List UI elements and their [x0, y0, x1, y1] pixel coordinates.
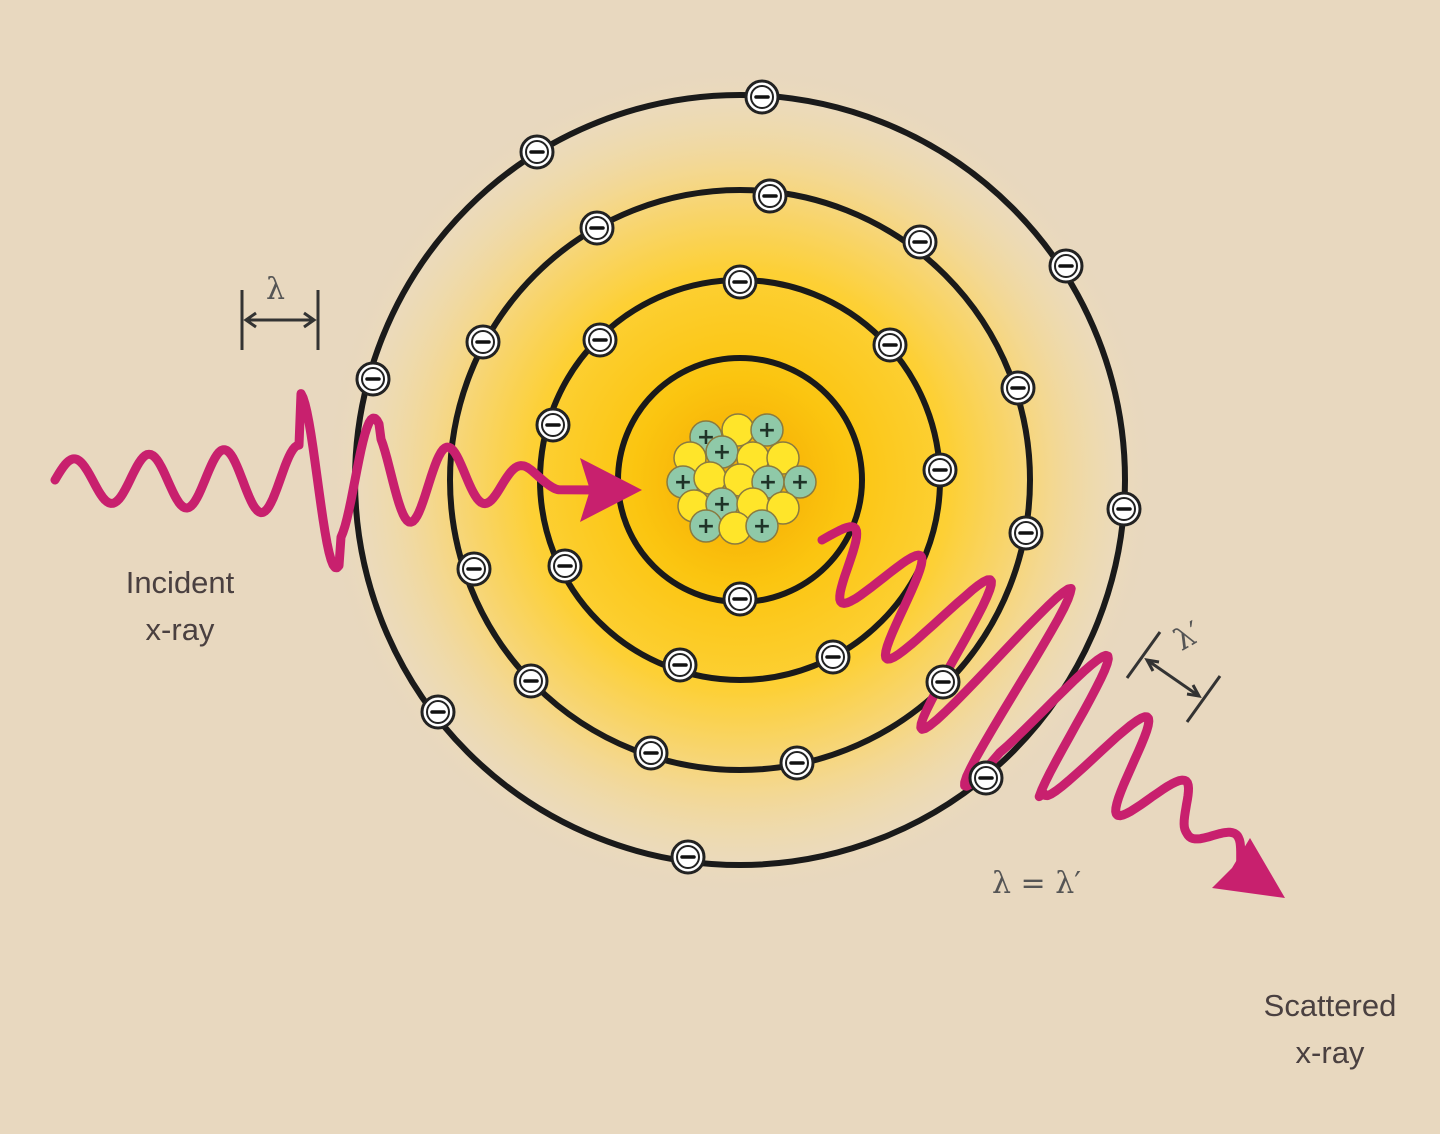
scattered-xray-wave [817, 522, 1246, 870]
scattered-label-line1: Scattered [1263, 988, 1397, 1023]
electron [579, 210, 615, 246]
scattered-label-line2: x-ray [1295, 1034, 1365, 1070]
proton: + [750, 413, 784, 447]
scattered-xray-label: Scattered x-ray [1245, 983, 1415, 1076]
electron [925, 664, 961, 700]
electron [922, 452, 958, 488]
neutron [766, 441, 800, 475]
electron [547, 548, 583, 584]
lambda-label: λ [266, 272, 286, 307]
electron [872, 327, 908, 363]
electron [752, 178, 788, 214]
lambda-equality: λ = λ′ [992, 866, 1082, 901]
electron [1106, 491, 1142, 527]
electron [465, 324, 501, 360]
svg-text:+: + [791, 470, 809, 495]
svg-text:+: + [753, 514, 771, 539]
proton: + [745, 509, 779, 543]
lambda-marker [240, 290, 320, 350]
svg-text:+: + [758, 418, 776, 443]
nucleus: +++++++++ [666, 413, 817, 545]
electron [722, 581, 758, 617]
electron [535, 407, 571, 443]
electron [633, 735, 669, 771]
electron [902, 224, 938, 260]
svg-text:+: + [674, 470, 692, 495]
svg-text:+: + [759, 470, 777, 495]
orbit-3 [447, 187, 1033, 773]
incident-label-line1: Incident [125, 565, 235, 600]
electron [420, 694, 456, 730]
electron [1008, 515, 1044, 551]
incident-xray-wave [50, 389, 605, 573]
electron [1000, 370, 1036, 406]
incident-label-line2: x-ray [145, 611, 215, 647]
electron [582, 322, 618, 358]
arrow-down-right-icon [1212, 838, 1285, 898]
electron [722, 264, 758, 300]
electron [519, 134, 555, 170]
electron [779, 745, 815, 781]
electron [355, 361, 391, 397]
electron [815, 639, 851, 675]
electron [456, 551, 492, 587]
proton: + [689, 509, 723, 543]
incident-xray-label: Incident x-ray [110, 560, 250, 653]
electron [1048, 248, 1084, 284]
electron [513, 663, 549, 699]
svg-text:+: + [713, 492, 731, 517]
svg-text:+: + [697, 514, 715, 539]
electron [662, 647, 698, 683]
svg-text:+: + [713, 440, 731, 465]
electron [968, 760, 1004, 796]
electron [670, 839, 706, 875]
lambda-prime-marker [1125, 631, 1222, 723]
electrons [355, 79, 1142, 875]
proton: + [783, 465, 817, 499]
xray-waves [50, 389, 1285, 898]
electron [744, 79, 780, 115]
arrow-right-icon [580, 458, 642, 522]
